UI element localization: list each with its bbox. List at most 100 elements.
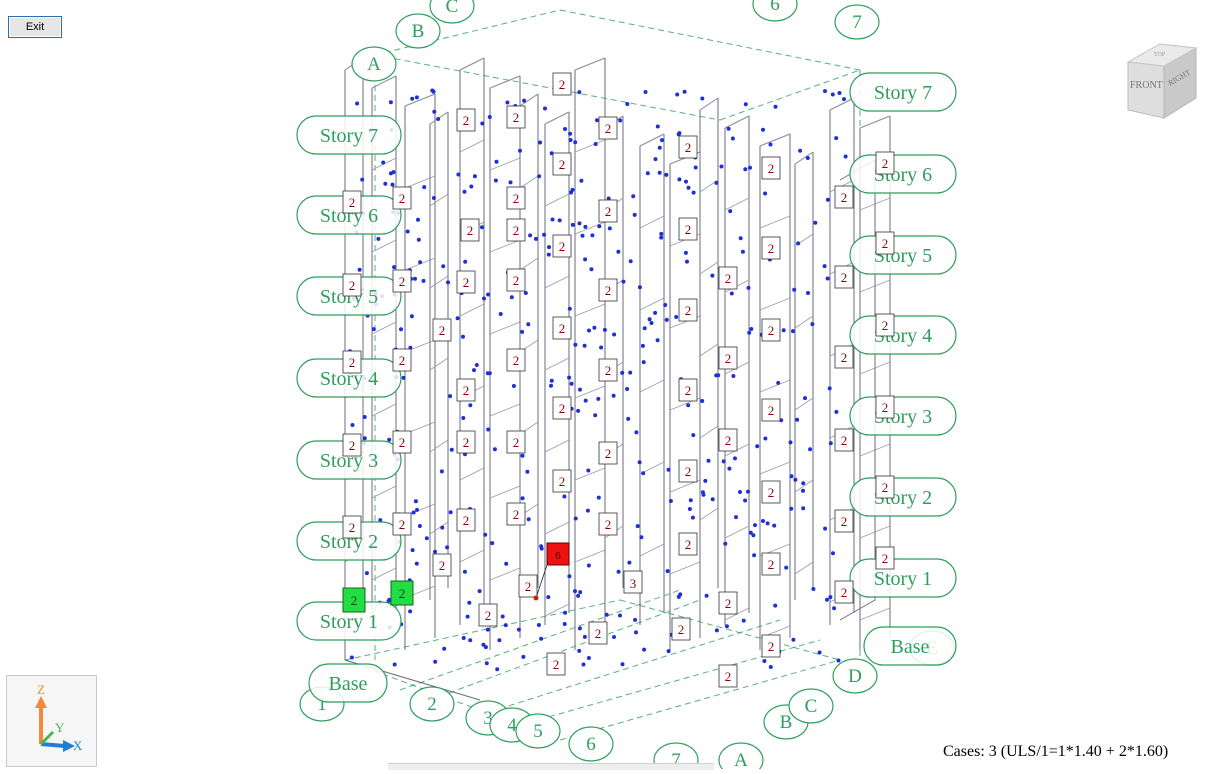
element-label[interactable]: 2 xyxy=(761,156,781,180)
element-label-box[interactable] xyxy=(456,508,476,532)
element-label[interactable]: 2 xyxy=(598,441,618,465)
grid-bubble-top-0-circle[interactable] xyxy=(351,46,397,82)
element-label-box[interactable] xyxy=(432,553,452,577)
element-label-box[interactable] xyxy=(718,664,738,688)
grid-bubble-top-num-1[interactable]: 7 xyxy=(834,4,880,40)
grid-bubble-top-num-0-circle[interactable] xyxy=(752,0,798,22)
element-label[interactable]: 2 xyxy=(761,634,781,658)
element-label-box[interactable] xyxy=(506,218,526,242)
grid-bubble-top-1-circle[interactable] xyxy=(395,13,441,49)
element-label-box[interactable] xyxy=(506,268,526,292)
element-label-box[interactable] xyxy=(552,396,572,420)
element-label-box[interactable] xyxy=(718,428,738,452)
element-label[interactable]: 2 xyxy=(678,298,698,322)
element-label[interactable]: 2 xyxy=(342,350,362,374)
grid-bubble-bottom-num-4-circle[interactable] xyxy=(515,713,561,749)
element-label-box[interactable] xyxy=(834,265,854,289)
element-label-box[interactable] xyxy=(552,316,572,340)
element-label-box[interactable] xyxy=(506,186,526,210)
element-label-box[interactable] xyxy=(623,570,643,594)
element-label-box[interactable] xyxy=(392,512,412,536)
element-label-box[interactable] xyxy=(392,269,412,293)
element-label-box[interactable] xyxy=(598,358,618,382)
element-label[interactable]: 2 xyxy=(432,318,452,342)
element-label-box[interactable] xyxy=(546,652,566,676)
element-label-box[interactable] xyxy=(460,218,480,242)
view-cube-top-face[interactable] xyxy=(1126,43,1198,67)
bottom-scroll-strip[interactable] xyxy=(388,763,714,770)
element-label-box[interactable] xyxy=(598,512,618,536)
element-label-box[interactable] xyxy=(456,378,476,402)
element-label[interactable]: 2 xyxy=(678,532,698,556)
element-label-box[interactable] xyxy=(875,546,895,570)
element-label-box[interactable] xyxy=(598,199,618,223)
element-label-box[interactable] xyxy=(552,152,572,176)
element-label[interactable]: 2 xyxy=(761,552,781,576)
element-label-box[interactable] xyxy=(678,217,698,241)
element-label[interactable]: 2 xyxy=(478,603,498,627)
grid-bubble-top-num-0[interactable]: 6 xyxy=(752,0,798,22)
grid-bubble-bottom-num-1[interactable]: 2 xyxy=(409,686,455,722)
element-label-box[interactable] xyxy=(342,273,362,297)
grid-bubble-bottom-letter-0-circle[interactable] xyxy=(718,742,764,774)
element-label-box[interactable] xyxy=(834,428,854,452)
story-label-right-3[interactable]: Story 4 xyxy=(849,315,957,355)
element-label-box[interactable] xyxy=(678,298,698,322)
selected-element-box[interactable] xyxy=(546,542,570,566)
element-label-box[interactable] xyxy=(834,509,854,533)
grid-bubble-bottom-num-4[interactable]: 5 xyxy=(515,713,561,749)
story-label-right-2[interactable]: Story 5 xyxy=(849,235,957,275)
story-label-right-7-frame[interactable] xyxy=(863,626,957,666)
element-label[interactable]: 2 xyxy=(598,199,618,223)
element-label[interactable]: 2 xyxy=(506,430,526,454)
element-label[interactable]: 2 xyxy=(392,430,412,454)
element-label[interactable]: 2 xyxy=(506,348,526,372)
element-label[interactable]: 2 xyxy=(342,190,362,214)
element-label-box[interactable] xyxy=(598,441,618,465)
selected-element-box[interactable] xyxy=(342,587,366,613)
selected-element-red[interactable]: 6 xyxy=(533,542,570,601)
element-label[interactable]: 2 xyxy=(875,475,895,499)
story-label-left-7-frame[interactable] xyxy=(308,663,388,703)
element-label-box[interactable] xyxy=(678,378,698,402)
element-label-box[interactable] xyxy=(761,236,781,260)
element-label-box[interactable] xyxy=(671,617,691,641)
element-label-box[interactable] xyxy=(761,634,781,658)
element-label-box[interactable] xyxy=(718,346,738,370)
grid-bubble-top-num-1-circle[interactable] xyxy=(834,4,880,40)
element-label[interactable]: 2 xyxy=(834,265,854,289)
element-label[interactable]: 2 xyxy=(598,358,618,382)
element-label-box[interactable] xyxy=(552,72,572,96)
element-label[interactable]: 2 xyxy=(678,459,698,483)
grid-bubble-bottom-num-1-circle[interactable] xyxy=(409,686,455,722)
grid-bubble-top-2[interactable]: C xyxy=(429,0,475,24)
story-label-right-7[interactable]: Base xyxy=(863,626,957,666)
element-label[interactable]: 2 xyxy=(342,273,362,297)
element-label-box[interactable] xyxy=(342,515,362,539)
element-label-box[interactable] xyxy=(506,105,526,129)
element-label-3[interactable]: 3 xyxy=(623,570,643,594)
element-label[interactable]: 2 xyxy=(552,316,572,340)
element-label-box[interactable] xyxy=(432,318,452,342)
element-label-box[interactable] xyxy=(678,135,698,159)
element-label[interactable]: 2 xyxy=(678,217,698,241)
element-label[interactable]: 2 xyxy=(598,278,618,302)
grid-bubble-bottom-letter-3-circle[interactable] xyxy=(832,658,878,694)
element-label-box[interactable] xyxy=(761,318,781,342)
element-label[interactable]: 2 xyxy=(456,430,476,454)
element-label-box[interactable] xyxy=(718,591,738,615)
story-label-left-0-frame[interactable] xyxy=(296,115,402,155)
element-label-box[interactable] xyxy=(342,190,362,214)
grid-bubble-bottom-letter-2-circle[interactable] xyxy=(788,688,834,724)
element-label-box[interactable] xyxy=(456,108,476,132)
element-label[interactable]: 2 xyxy=(718,664,738,688)
story-label-right-1[interactable]: Story 6 xyxy=(849,154,957,194)
element-label[interactable]: 2 xyxy=(392,269,412,293)
story-label-left-6[interactable]: Story 1 xyxy=(296,601,402,641)
element-label-box[interactable] xyxy=(678,532,698,556)
element-label[interactable]: 2 xyxy=(761,398,781,422)
story-label-left-0[interactable]: Story 7 xyxy=(296,115,402,155)
element-label[interactable]: 2 xyxy=(506,186,526,210)
